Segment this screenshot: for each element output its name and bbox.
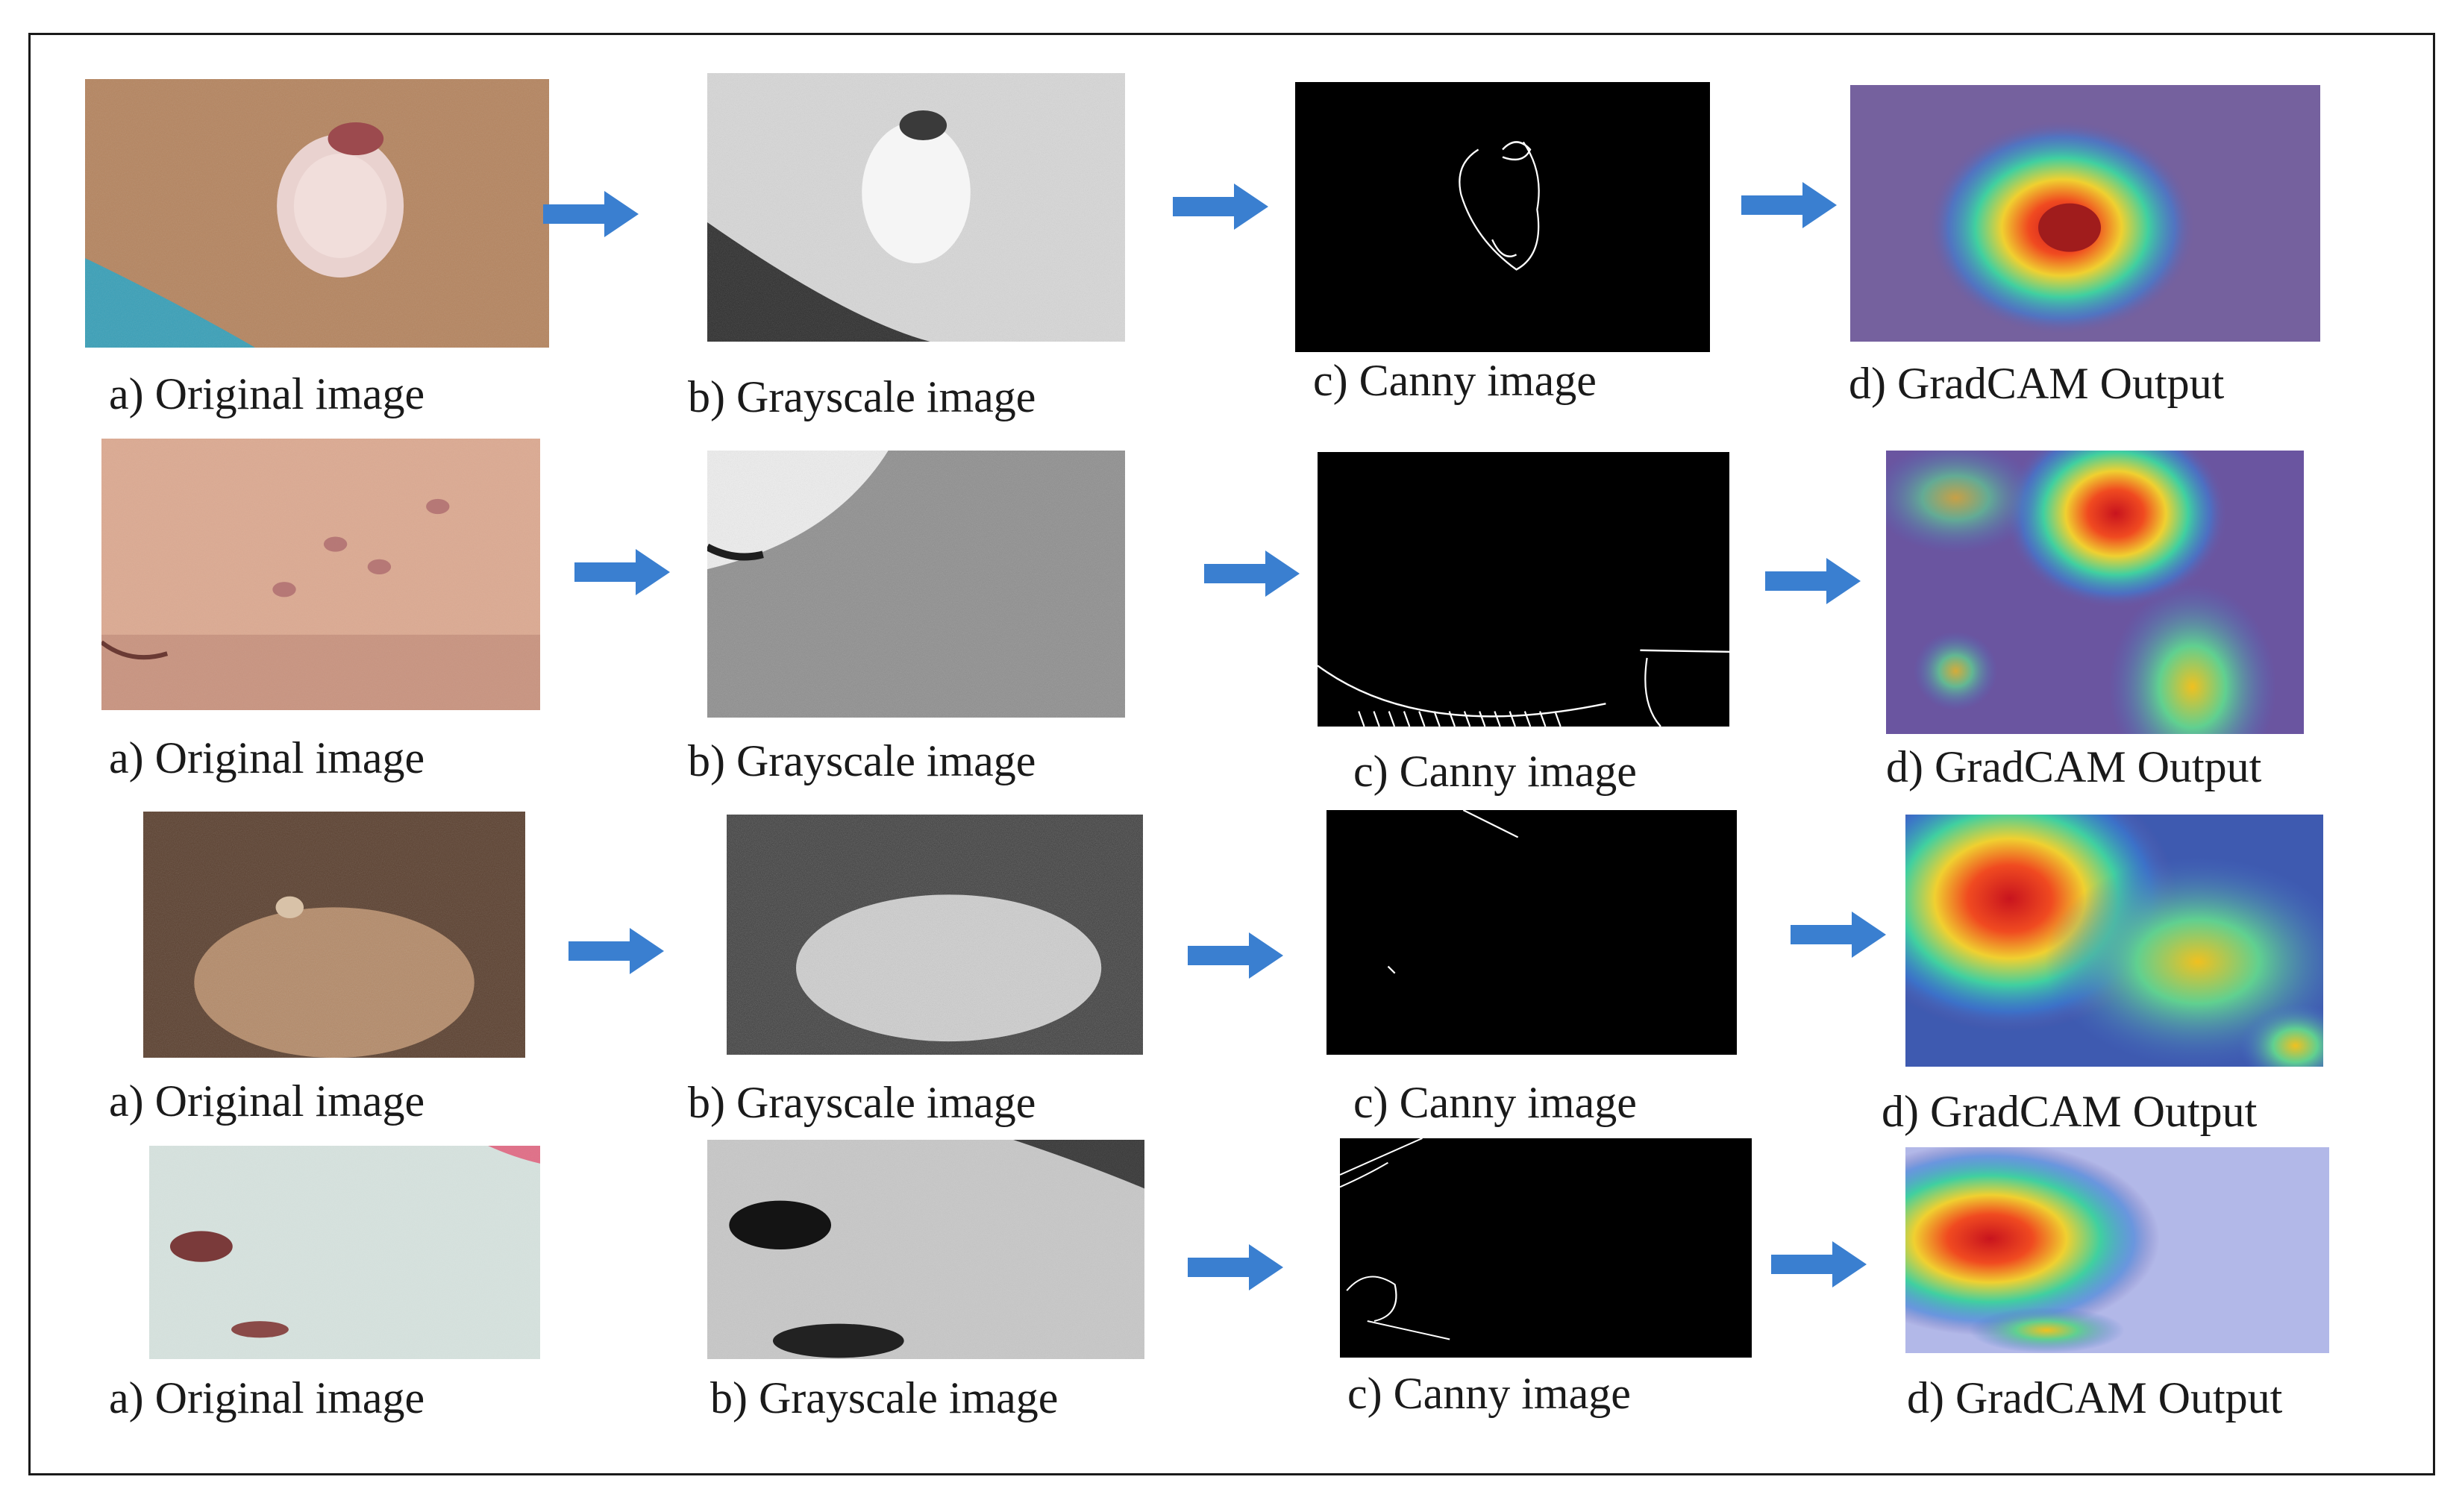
arrow-right-icon (1188, 932, 1283, 979)
arrow-right-icon (1765, 558, 1861, 604)
arrow-right-icon (1741, 182, 1837, 228)
arrow-right-icon (568, 928, 664, 974)
grayscale-image-panel (707, 1140, 1144, 1359)
gradcam-output-panel (1886, 451, 2304, 734)
caption-original: a) Original image (109, 733, 425, 782)
arrow-right-icon (1188, 1244, 1283, 1290)
grayscale-image-panel (727, 815, 1143, 1055)
original-image-panel (101, 439, 540, 710)
caption-gradcam: d) GradCAM Output (1907, 1373, 2283, 1422)
caption-grayscale: b) Grayscale image (710, 1373, 1059, 1422)
grayscale-image-panel (707, 73, 1125, 342)
gradcam-output-panel (1905, 1147, 2329, 1353)
original-image-panel (149, 1146, 540, 1359)
original-image-panel (143, 812, 525, 1058)
canny-image-panel (1326, 810, 1737, 1055)
arrow-right-icon (1173, 183, 1268, 230)
figure-frame (28, 33, 2435, 1475)
caption-original: a) Original image (109, 1373, 425, 1422)
caption-grayscale: b) Grayscale image (688, 372, 1036, 421)
caption-canny: c) Canny image (1347, 1369, 1631, 1418)
arrow-right-icon (1771, 1241, 1867, 1287)
caption-gradcam: d) GradCAM Output (1849, 359, 2225, 408)
canny-image-panel (1318, 452, 1729, 727)
original-image-panel (85, 79, 549, 348)
gradcam-output-panel (1850, 85, 2320, 342)
arrow-right-icon (1204, 550, 1300, 597)
caption-gradcam: d) GradCAM Output (1886, 742, 2262, 791)
canny-image-panel (1340, 1138, 1752, 1358)
caption-gradcam: d) GradCAM Output (1882, 1087, 2258, 1136)
arrow-right-icon (1791, 912, 1886, 958)
grayscale-image-panel (707, 451, 1125, 718)
arrow-right-icon (543, 191, 639, 237)
arrow-right-icon (574, 549, 670, 595)
caption-canny: c) Canny image (1353, 1078, 1637, 1127)
caption-original: a) Original image (109, 369, 425, 418)
caption-original: a) Original image (109, 1076, 425, 1126)
caption-grayscale: b) Grayscale image (688, 1078, 1036, 1127)
canny-image-panel (1295, 82, 1710, 352)
caption-canny: c) Canny image (1353, 747, 1637, 796)
caption-grayscale: b) Grayscale image (688, 736, 1036, 785)
gradcam-output-panel (1905, 815, 2323, 1067)
caption-canny: c) Canny image (1313, 356, 1597, 405)
